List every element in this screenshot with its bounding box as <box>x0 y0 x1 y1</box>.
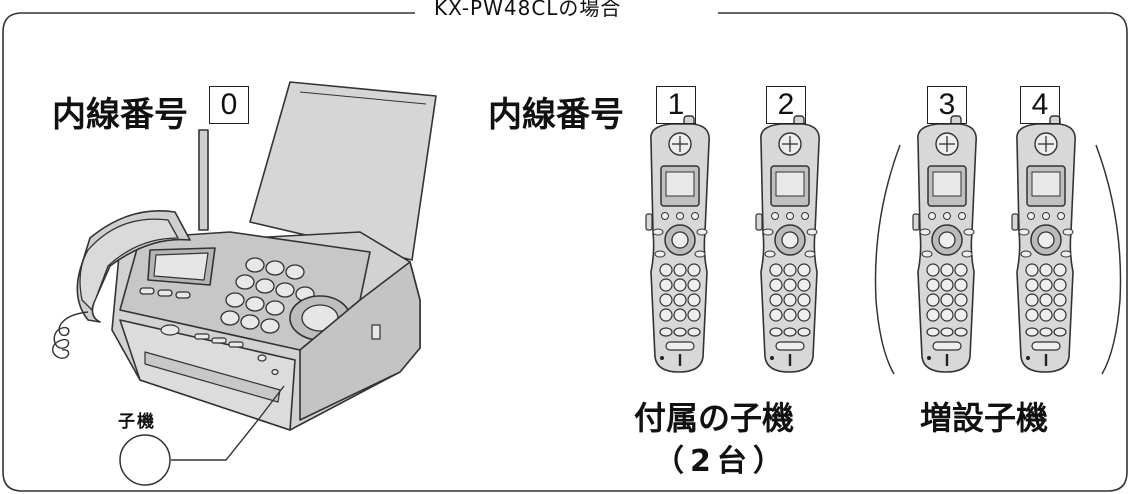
base-extension-number: 0 <box>209 86 249 124</box>
handset-extension-number-4: 4 <box>1020 86 1060 124</box>
fax-machine-illustration <box>52 81 437 431</box>
handset-4-illustration <box>1010 114 1077 374</box>
callout-line <box>171 385 285 461</box>
included-handsets-caption: 付属の子機 <box>634 399 795 437</box>
callout-circle <box>119 434 171 486</box>
optional-handsets-caption: 増設子機 <box>920 399 1049 437</box>
handset-extension-number-3: 3 <box>927 86 967 124</box>
outer-frame <box>2 12 1128 492</box>
diagram-title: KX-PW48CLの場合 <box>428 0 628 21</box>
handset-1-illustration <box>644 114 711 374</box>
handset-callout-label: 子機 <box>118 412 156 432</box>
right-parenthesis <box>1095 144 1122 375</box>
handset-extension-number-2: 2 <box>766 86 806 124</box>
left-parenthesis <box>874 144 901 375</box>
handset-extension-label: 内線番号 <box>488 95 624 135</box>
base-extension-label: 内線番号 <box>52 95 188 135</box>
included-handsets-count: （2台） <box>654 444 789 479</box>
handset-extension-number-1: 1 <box>656 86 696 124</box>
handset-2-illustration <box>754 114 821 374</box>
handset-3-illustration <box>911 114 978 374</box>
